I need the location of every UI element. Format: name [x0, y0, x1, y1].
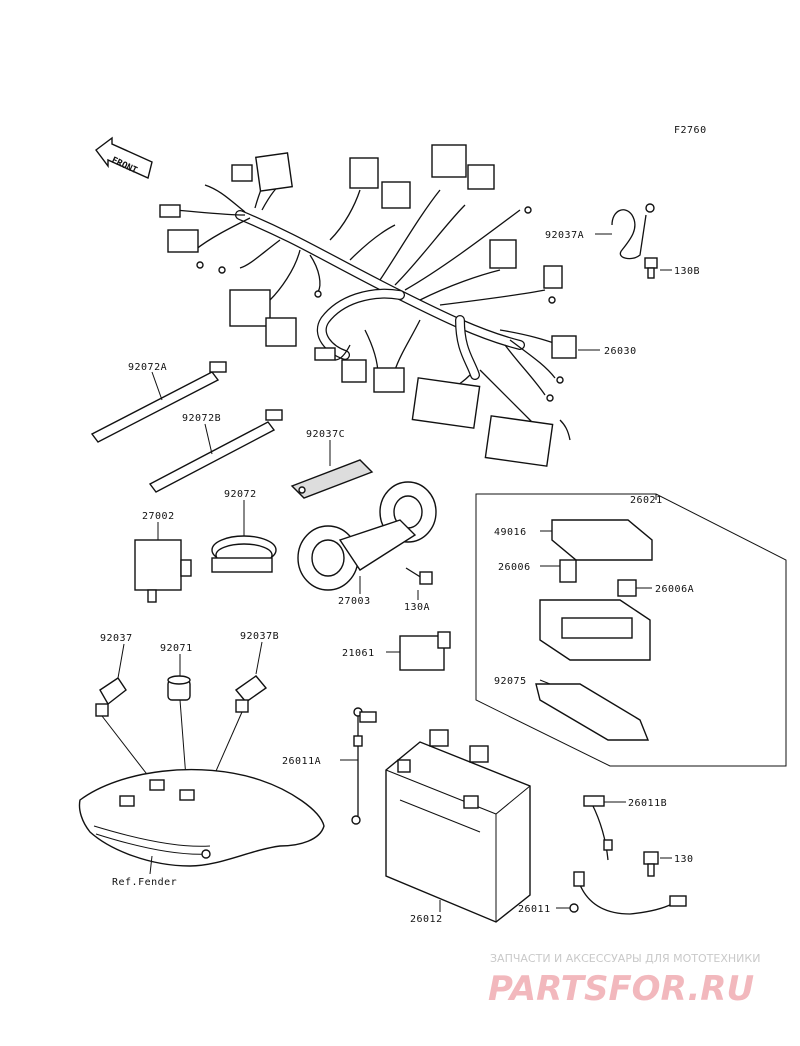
- label-26012: 26012: [410, 914, 443, 925]
- label-92037: 92037: [100, 633, 133, 644]
- label-27002: 27002: [142, 511, 175, 522]
- bolt-130: [643, 851, 659, 877]
- label-130b: 130B: [674, 266, 700, 277]
- clamp-ring-92072: [211, 535, 277, 573]
- horn-27003: [297, 481, 437, 591]
- clamp-92037b: [234, 675, 268, 713]
- label-92037c: 92037C: [306, 429, 345, 440]
- label-130: 130: [674, 854, 694, 865]
- battery-26012: [385, 729, 531, 923]
- watermark-brand: PARTSFOR.RU: [488, 969, 754, 1009]
- label-26006: 26006: [498, 562, 531, 573]
- front-arrow-icon: FRONT: [95, 136, 153, 179]
- label-26021: 26021: [630, 495, 663, 506]
- bolt-130b: [644, 257, 658, 279]
- label-ref-fender: Ref.Fender: [112, 877, 177, 888]
- label-21061: 21061: [342, 648, 375, 659]
- label-92037a: 92037A: [545, 230, 584, 241]
- figure-code: F2760: [674, 125, 707, 136]
- label-26006a: 26006A: [655, 584, 694, 595]
- cable-26011a: [351, 707, 377, 825]
- relay-27002: [134, 539, 192, 603]
- cable-tie-92072b: [148, 409, 283, 493]
- watermark-tagline: ЗАПЧАСТИ И АКСЕССУАРЫ ДЛЯ МОТОТЕХНИКИ: [490, 952, 760, 965]
- label-92072a: 92072A: [128, 362, 167, 373]
- label-92037b: 92037B: [240, 631, 279, 642]
- label-26011a: 26011A: [282, 756, 321, 767]
- label-130a: 130A: [404, 602, 430, 613]
- label-26011b: 26011B: [628, 798, 667, 809]
- plate-92037c: [290, 459, 374, 499]
- label-27003: 27003: [338, 596, 371, 607]
- label-26030: 26030: [604, 346, 637, 357]
- main-wiring-harness: [159, 144, 577, 467]
- bolt-130a: [405, 567, 433, 585]
- label-92075: 92075: [494, 676, 527, 687]
- clamp-92037a: [611, 203, 655, 260]
- label-92072b: 92072B: [182, 413, 221, 424]
- label-92072: 92072: [224, 489, 257, 500]
- cable-26011: [569, 871, 687, 915]
- label-49016: 49016: [494, 527, 527, 538]
- rear-fender: [78, 768, 325, 867]
- fuse-box-group-26021: [475, 493, 787, 767]
- clamp-92037: [95, 677, 127, 717]
- grommet-92071: [167, 675, 191, 701]
- cable-26011b: [583, 795, 613, 861]
- cable-tie-92072a: [90, 361, 227, 443]
- part-21061: [399, 631, 451, 671]
- label-26011: 26011: [518, 904, 551, 915]
- label-92071: 92071: [160, 643, 193, 654]
